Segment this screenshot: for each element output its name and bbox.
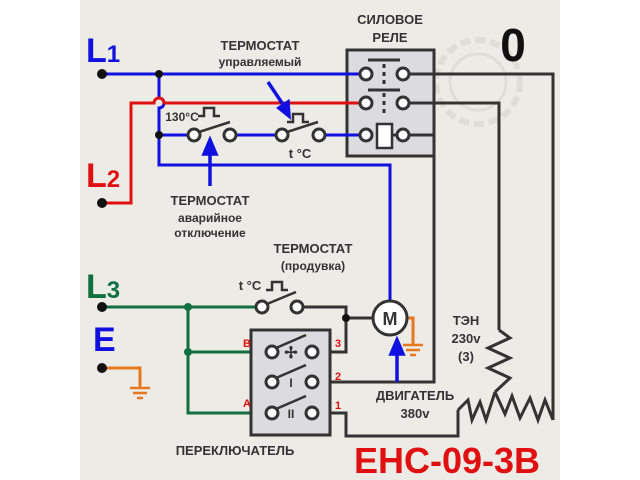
heater-element-1 — [484, 328, 514, 394]
thermostat-contacts — [186, 66, 411, 315]
thermostat-blow-subtitle: (продувка) — [281, 259, 345, 273]
thermostat-emergency-subtitle: аварийное — [178, 211, 242, 225]
l2-label: L2 — [86, 157, 120, 195]
motor-ground-icon — [403, 343, 423, 357]
relay-title: СИЛОВОЕ — [357, 12, 423, 27]
thermostat-emergency-subtitle-2: отключение — [174, 226, 246, 240]
switch-pos-a: A — [243, 398, 251, 410]
l3-label: L3 — [86, 268, 120, 306]
motor-icon — [371, 299, 409, 337]
switch-label: ПЕРЕКЛЮЧАТЕЛЬ — [176, 443, 295, 458]
arrow-icon — [276, 98, 292, 120]
relay-coil — [375, 122, 394, 150]
mode-2-label: II — [288, 407, 295, 421]
junctions — [97, 69, 350, 373]
relay-contacts — [368, 58, 400, 115]
thermostat-controlled-subtitle: управляемый — [219, 55, 302, 69]
thermostat-blow-temp: t °C — [239, 278, 262, 293]
arrow-icon — [388, 335, 406, 356]
thermostat-blow-title: ТЕРМОСТАТ — [274, 241, 353, 256]
heater-element-3 — [493, 391, 555, 425]
l2-wire — [102, 96, 360, 205]
ground-icon — [130, 386, 150, 400]
motor-label: ДВИГАТЕЛЬ — [376, 388, 454, 403]
arrow-icon — [201, 135, 219, 156]
thermostat-emergency-title: ТЕРМОСТАТ — [171, 193, 250, 208]
switch-term-1: 1 — [335, 400, 341, 412]
l1-label: L1 — [86, 32, 120, 70]
load-wires — [297, 72, 555, 438]
neutral-label: 0 — [500, 19, 526, 71]
earth-label: E — [93, 321, 116, 359]
arrow-icon — [266, 81, 286, 107]
gear-watermark-icon — [433, 37, 523, 127]
thermostat-emergency-temp: 130°C — [165, 110, 199, 124]
switch-terminals — [264, 344, 320, 421]
fan-icon: ✢ — [284, 345, 298, 362]
heater-label: ТЭН — [453, 313, 480, 328]
motor-voltage: 380v — [401, 406, 431, 421]
thermostat-controlled-title: ТЕРМОСТАТ — [221, 38, 300, 53]
heater-count: (3) — [458, 349, 474, 364]
switch-pos-b: B — [243, 338, 251, 350]
relay-title-2: РЕЛЕ — [372, 30, 407, 45]
switch-levers — [275, 333, 307, 411]
heater-element-2 — [456, 391, 497, 425]
model-title: ЕНС-09-3В — [354, 440, 540, 480]
junction — [184, 303, 192, 311]
thermostat-controlled-temp: t °C — [289, 146, 312, 161]
junction — [184, 348, 192, 356]
switch-term-2: 2 — [335, 371, 341, 383]
ground-wires — [102, 316, 415, 388]
motor-symbol: M — [383, 309, 398, 329]
switch-term-3: 3 — [335, 338, 341, 350]
thermostat-levers — [198, 106, 319, 306]
mode-1-label: I — [289, 376, 292, 390]
switch-terminal-labels: B A 3 2 1 — [243, 338, 341, 412]
arrows — [201, 81, 406, 382]
heater-voltage: 230v — [452, 331, 482, 346]
